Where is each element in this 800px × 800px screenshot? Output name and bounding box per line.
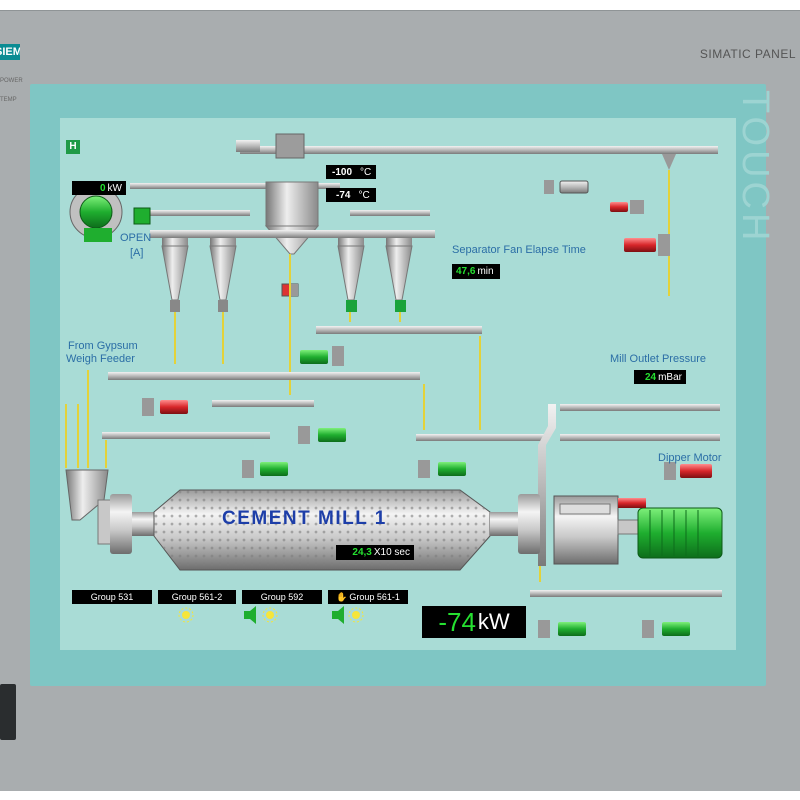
inlet-hopper: [65, 469, 109, 521]
fan-damper[interactable]: [133, 207, 151, 225]
separator-label: Separator Fan Elapse Time: [452, 244, 586, 256]
dipper-motor-label: Dipper Motor: [658, 452, 722, 464]
horn-icon: [332, 606, 344, 624]
conveyor: [102, 432, 270, 439]
gypsum-label: From Gypsum: [68, 340, 138, 352]
cyclone: [161, 238, 189, 312]
side-usb-cover: [0, 684, 16, 740]
temperature-readout-1: -100 °C: [326, 165, 376, 179]
mill-shaft-left: [132, 512, 154, 536]
cyclone: [337, 238, 365, 312]
duct: [130, 183, 340, 189]
mill-trunnion-right: [518, 494, 540, 554]
return-duct: [538, 404, 556, 566]
horn-icon: [244, 606, 256, 624]
fan-motor[interactable]: [69, 185, 123, 242]
hand-icon: ✋: [336, 591, 348, 602]
group-button-561-1[interactable]: ✋Group 561-1: [328, 590, 408, 604]
conveyor: [316, 326, 482, 334]
fan-status: OPEN: [120, 232, 152, 244]
mode-badge[interactable]: H: [66, 140, 80, 154]
mill-trunnion-left: [110, 494, 132, 554]
gypsum-label: Weigh Feeder: [66, 353, 135, 365]
conveyor: [560, 404, 720, 411]
power-led-label: POWER: [0, 78, 23, 84]
small-conveyor-left: [150, 210, 250, 216]
siemens-logo: SIEMENS: [0, 44, 20, 60]
flow-lines: [65, 254, 541, 582]
motor-icon[interactable]: [544, 180, 589, 194]
touch-logo: TOUCH: [734, 90, 776, 245]
main-power-readout: -74 kW: [422, 606, 526, 638]
temperature-readout-2: -74 °C: [326, 188, 376, 202]
group-button-592[interactable]: Group 592: [242, 590, 322, 604]
manifold: [150, 230, 435, 238]
cyclone: [209, 238, 237, 312]
motor-icon[interactable]: [538, 620, 586, 638]
motor-icon[interactable]: [298, 426, 346, 444]
main-mill-motor[interactable]: [637, 507, 723, 559]
separator-time-readout: 47,6 min: [452, 264, 500, 279]
conveyor: [530, 590, 722, 597]
status-lamp-icon: [178, 607, 194, 623]
status-lamp-icon: [348, 607, 364, 623]
conveyor: [416, 434, 546, 441]
status-lamp-icon: [262, 607, 278, 623]
motor-icon[interactable]: [142, 398, 188, 416]
mill-outlet-readout: 24 mBar: [634, 370, 686, 384]
top-conveyor: [240, 146, 718, 154]
mill-title: CEMENT MILL 1: [222, 508, 387, 529]
conveyor: [212, 400, 314, 407]
conveyor: [108, 372, 420, 380]
motor-icon[interactable]: [242, 460, 288, 478]
fan-mode: [A]: [130, 247, 144, 259]
conveyor: [560, 434, 720, 441]
top-chute: [662, 154, 676, 170]
motor-icon[interactable]: [664, 462, 712, 480]
group-button-561-2[interactable]: Group 561-2: [158, 590, 236, 604]
mill-outlet-label: Mill Outlet Pressure: [610, 353, 706, 365]
cyclone: [385, 238, 413, 312]
motor-icon[interactable]: [418, 460, 466, 478]
silo: [265, 181, 319, 227]
motor-icon[interactable]: [642, 620, 690, 638]
mill-shaft-right: [490, 512, 520, 536]
motor-icon[interactable]: [300, 346, 344, 366]
top-motor[interactable]: [236, 140, 260, 152]
dipper-motor-small[interactable]: [618, 498, 646, 508]
motor-icon[interactable]: [624, 234, 670, 256]
small-conveyor-right: [350, 210, 430, 216]
panel-model-label: SIMATIC PANEL: [699, 47, 796, 61]
fan-power-readout: 0 kW: [72, 181, 126, 195]
temp-led-label: TEMP: [0, 97, 17, 103]
motor-icon[interactable]: [610, 200, 644, 214]
mill-speed-readout: 24,3 X10 sec: [336, 545, 414, 560]
group-button-531[interactable]: Group 531: [72, 590, 152, 604]
top-hopper: [275, 133, 305, 159]
